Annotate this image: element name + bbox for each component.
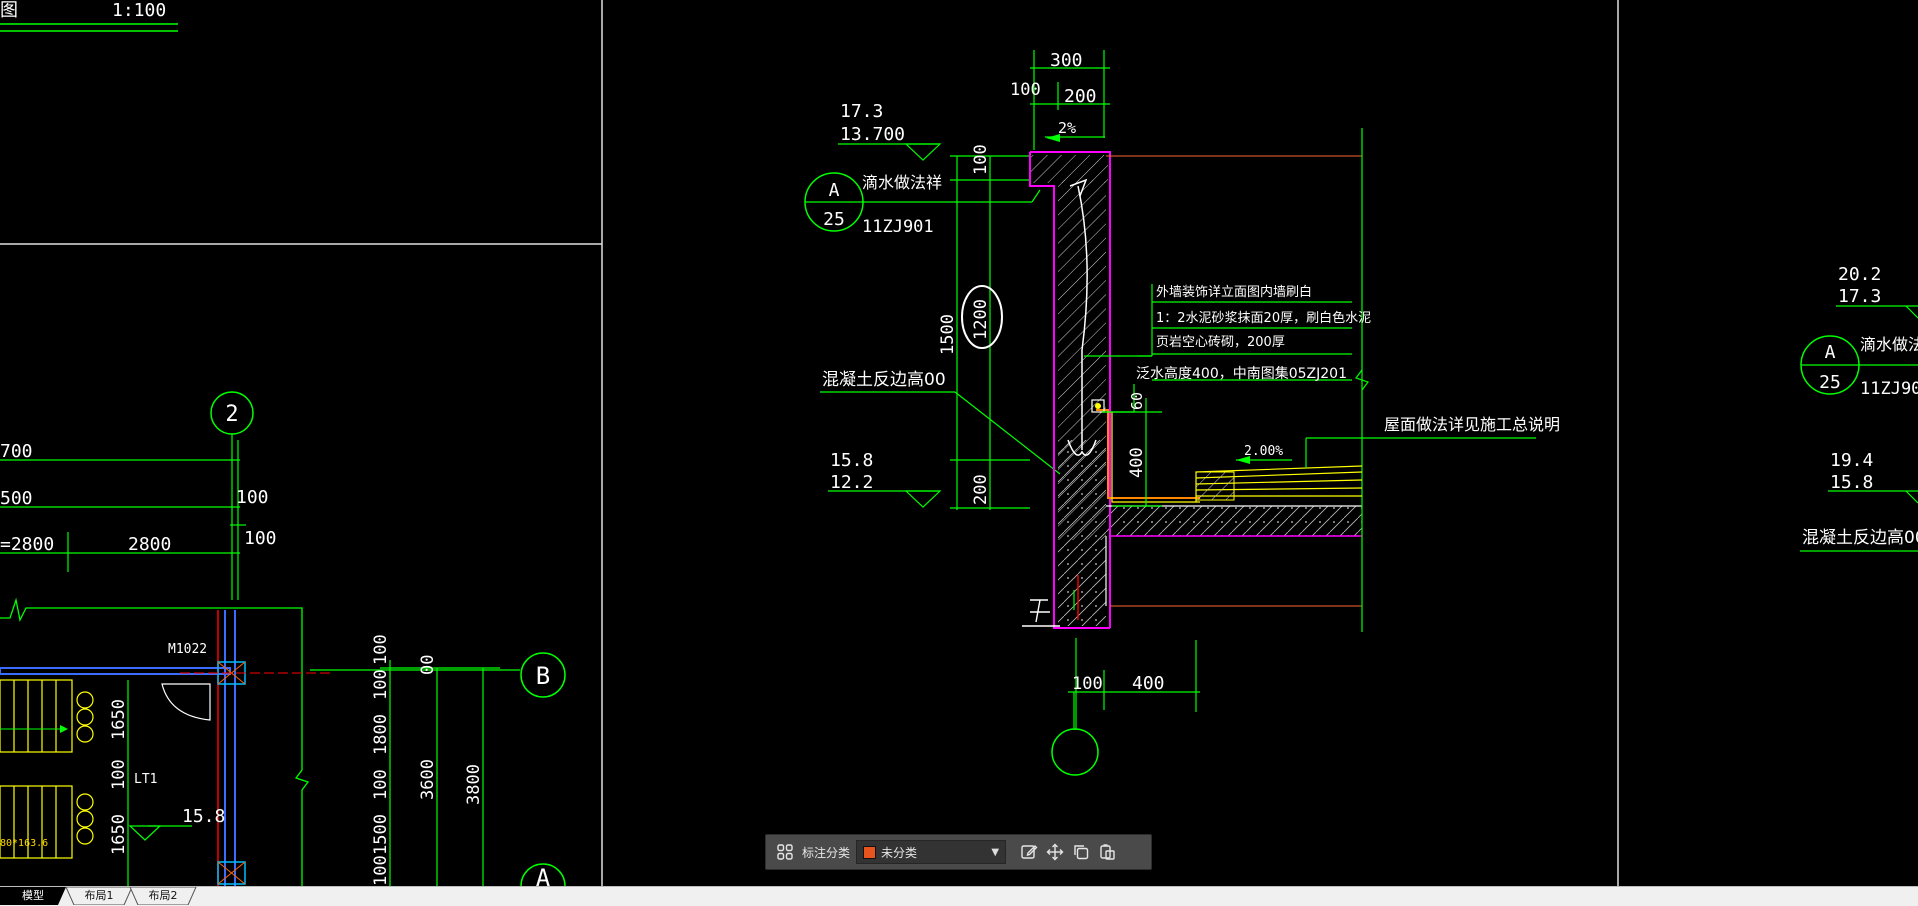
svg-text:15.8: 15.8 (182, 806, 225, 827)
svg-text:100: 100 (371, 769, 391, 800)
svg-text:1：2水泥砂浆抹面20厚，刷白色水泥: 1：2水泥砂浆抹面20厚，刷白色水泥 (1156, 310, 1371, 326)
paste-icon[interactable] (1094, 839, 1120, 865)
svg-text:图: 图 (0, 0, 18, 21)
tab-model-label: 模型 (22, 889, 44, 902)
svg-text:1500: 1500 (371, 814, 391, 855)
svg-text:M1022: M1022 (168, 642, 207, 657)
copy-icon[interactable] (1068, 839, 1094, 865)
svg-text:100: 100 (236, 487, 269, 508)
viewport-borders (0, 0, 1619, 886)
svg-text:1650: 1650 (109, 814, 129, 855)
svg-text:A: A (1825, 342, 1836, 363)
svg-text:20.2: 20.2 (1838, 264, 1881, 285)
center-section-detail: 300 100 200 2% 17.3 13.700 A 25 滴水做法祥 11… (804, 50, 1560, 776)
svg-text:=2800: =2800 (0, 534, 54, 555)
svg-text:400: 400 (1127, 447, 1147, 478)
svg-text:2: 2 (225, 402, 238, 427)
svg-text:500: 500 (0, 488, 33, 509)
svg-text:100: 100 (371, 855, 391, 886)
category-color-swatch (863, 845, 877, 859)
annotation-toolbar: 标注分类 未分类 ▼ (765, 834, 1152, 870)
svg-text:滴水做法祥: 滴水做法祥 (1860, 335, 1918, 354)
svg-text:滴水做法祥: 滴水做法祥 (862, 173, 942, 192)
svg-text:A: A (829, 180, 840, 201)
svg-text:200: 200 (1064, 86, 1097, 107)
annotation-category-value: 未分类 (881, 845, 918, 860)
svg-text:100: 100 (109, 759, 129, 790)
svg-text:2%: 2% (1058, 119, 1076, 137)
svg-text:100: 100 (371, 669, 391, 700)
tab-layout2[interactable]: 布局2 (128, 887, 198, 905)
svg-text:60: 60 (1128, 392, 1146, 410)
svg-text:11ZJ901: 11ZJ901 (862, 217, 934, 237)
svg-text:3800: 3800 (464, 764, 484, 805)
svg-text:400: 400 (1132, 673, 1165, 694)
svg-text:15.8: 15.8 (830, 450, 873, 471)
left-top-title: 图 1:100 (0, 0, 178, 32)
svg-text:混凝土反边高00: 混凝土反边高00 (822, 370, 946, 390)
svg-text:200: 200 (971, 474, 991, 505)
svg-text:外墙装饰详立面图内墙刷白: 外墙装饰详立面图内墙刷白 (1156, 284, 1312, 300)
svg-text:700: 700 (0, 441, 33, 462)
svg-text:混凝土反边高00: 混凝土反边高00 (1802, 528, 1918, 548)
annotation-category-select[interactable]: 未分类 ▼ (856, 840, 1007, 864)
svg-text:25: 25 (1819, 372, 1841, 393)
cad-drawing-canvas[interactable]: 图 1:100 2 700 500 =2800 2800 100 100 (0, 0, 1918, 886)
svg-text:11ZJ90: 11ZJ90 (1860, 379, 1918, 399)
svg-text:17.3: 17.3 (1838, 286, 1881, 307)
svg-text:300: 300 (1050, 50, 1083, 71)
svg-text:13.700: 13.700 (840, 124, 905, 145)
tab-layout1-label: 布局1 (84, 889, 114, 902)
svg-text:25: 25 (823, 209, 845, 230)
svg-text:100: 100 (371, 634, 391, 665)
svg-text:17.3: 17.3 (840, 101, 883, 122)
edit-icon[interactable] (1016, 839, 1042, 865)
svg-text:00: 00 (418, 655, 438, 675)
svg-text:100: 100 (1010, 80, 1041, 100)
svg-text:1800: 1800 (371, 714, 391, 755)
svg-text:A: A (536, 864, 551, 886)
move-icon[interactable] (1042, 839, 1068, 865)
svg-text:12.2: 12.2 (830, 472, 873, 493)
tab-layout2-label: 布局2 (148, 889, 178, 902)
chevron-down-icon: ▼ (991, 846, 1000, 858)
svg-text:LT1: LT1 (134, 772, 157, 787)
svg-text:屋面做法详见施工总说明: 屋面做法详见施工总说明 (1384, 415, 1560, 434)
svg-text:100: 100 (971, 144, 991, 175)
layout-tab-bar: 模型 布局1 布局2 (0, 886, 1918, 906)
svg-text:80*163.6: 80*163.6 (0, 838, 48, 849)
svg-text:2.00%: 2.00% (1244, 444, 1283, 459)
svg-text:1500: 1500 (938, 314, 958, 355)
left-plan-view: 2 700 500 =2800 2800 100 100 M1022 (0, 391, 566, 886)
svg-text:3600: 3600 (418, 759, 438, 800)
svg-text:100: 100 (1072, 674, 1103, 694)
tab-layout1[interactable]: 布局1 (64, 887, 134, 905)
svg-text:1:100: 1:100 (112, 0, 166, 21)
tab-model[interactable]: 模型 (0, 887, 66, 905)
svg-text:19.4: 19.4 (1830, 450, 1873, 471)
svg-text:B: B (536, 662, 550, 690)
svg-text:泛水高度400，中南图集05ZJ201: 泛水高度400，中南图集05ZJ201 (1136, 365, 1347, 382)
svg-text:100: 100 (244, 528, 277, 549)
svg-text:页岩空心砖砌，200厚: 页岩空心砖砌，200厚 (1156, 335, 1285, 350)
right-partial-detail: 20.2 17.3 A 25 滴水做法祥 11ZJ90 19.4 15.8 混凝… (1800, 264, 1918, 552)
svg-text:2800: 2800 (128, 534, 171, 555)
grid-icon[interactable] (772, 839, 798, 865)
svg-text:15.8: 15.8 (1830, 472, 1873, 493)
annotation-category-label: 标注分类 (802, 845, 851, 860)
svg-text:1650: 1650 (109, 699, 129, 740)
svg-text:1200: 1200 (971, 299, 991, 340)
